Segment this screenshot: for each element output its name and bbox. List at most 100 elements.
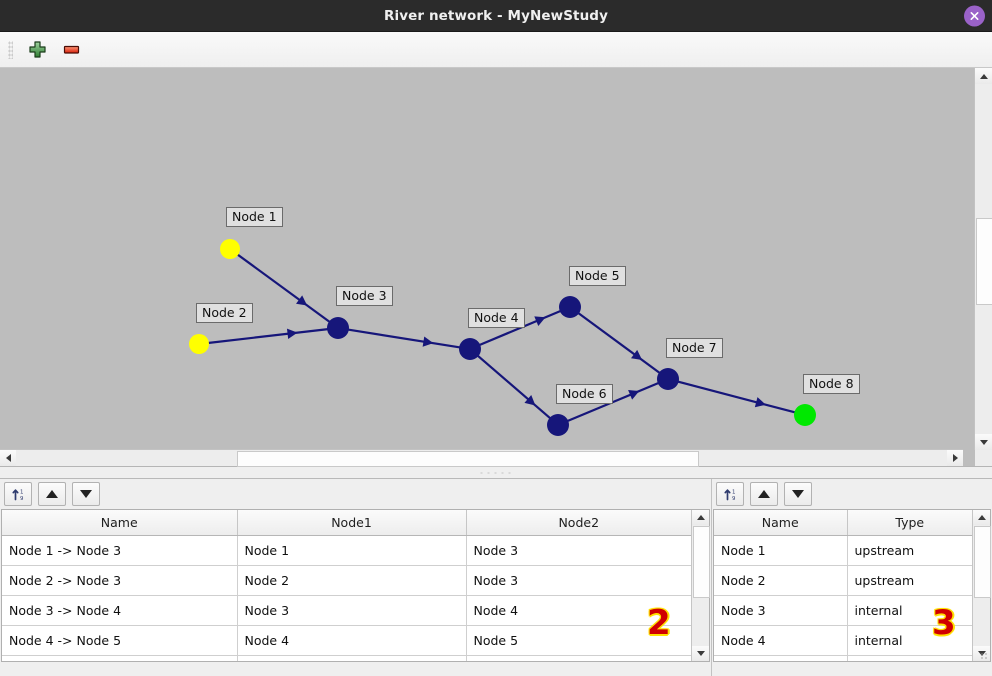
scroll-up-icon[interactable]: [692, 510, 709, 525]
nodes-column-header[interactable]: Type: [847, 510, 972, 536]
reaches-toolbar: 1 9: [0, 479, 711, 509]
scroll-down-icon[interactable]: [975, 434, 992, 450]
graph-edge-arrow: [296, 295, 308, 306]
graph-edge[interactable]: [566, 381, 660, 423]
graph-node[interactable]: [657, 368, 679, 390]
scroll-left-icon[interactable]: [0, 450, 16, 466]
graph-node[interactable]: [559, 296, 581, 318]
graph-node[interactable]: [189, 334, 209, 354]
canvas-vertical-scrollbar[interactable]: [974, 68, 992, 450]
graph-node[interactable]: [547, 414, 569, 436]
table-cell[interactable]: Node 3: [466, 535, 691, 566]
graph-node[interactable]: [220, 239, 240, 259]
reaches-vscroll-thumb[interactable]: [693, 526, 710, 598]
table-cell[interactable]: Node 1: [237, 535, 467, 566]
window-resize-grip-icon[interactable]: [980, 652, 988, 660]
graph-edge[interactable]: [677, 380, 796, 414]
arrow-up-icon[interactable]: [38, 482, 66, 506]
table-cell[interactable]: Node 4: [237, 625, 467, 656]
graph-edge[interactable]: [478, 309, 562, 347]
table-cell[interactable]: Node 1 -> Node 3: [2, 535, 238, 566]
splitter-grip-icon: [478, 470, 514, 475]
table-cell[interactable]: internal: [847, 625, 972, 656]
graph-edge-arrow: [754, 397, 766, 408]
graph-node-label[interactable]: Node 2: [196, 303, 253, 323]
graph-edge[interactable]: [207, 328, 329, 345]
graph-node-label[interactable]: Node 5: [569, 266, 626, 286]
canvas-hscroll-thumb[interactable]: [237, 451, 699, 467]
arrow-down-icon[interactable]: [72, 482, 100, 506]
arrow-up-icon[interactable]: [750, 482, 778, 506]
table-cell[interactable]: Node 5: [466, 625, 691, 656]
table-cell-empty: [466, 655, 691, 661]
sort-ascending-icon[interactable]: 1 9: [716, 482, 744, 506]
scroll-up-icon[interactable]: [973, 510, 990, 525]
scroll-right-icon[interactable]: [947, 450, 963, 466]
graph-node[interactable]: [794, 404, 816, 426]
table-cell[interactable]: Node 2: [237, 565, 467, 596]
scroll-down-icon[interactable]: [692, 646, 709, 661]
graph-edge[interactable]: [236, 253, 331, 323]
graph-node[interactable]: [459, 338, 481, 360]
reaches-column-header[interactable]: Node2: [466, 510, 691, 536]
arrow-down-icon[interactable]: [784, 482, 812, 506]
nodes-column-header[interactable]: Name: [714, 510, 848, 536]
table-cell[interactable]: Node 3: [237, 595, 467, 626]
reaches-column-header[interactable]: Name: [2, 510, 238, 536]
graph-edge-arrow: [524, 395, 536, 406]
graph-node-label[interactable]: Node 1: [226, 207, 283, 227]
table-cell[interactable]: Node 3: [714, 595, 848, 626]
graph-node-label[interactable]: Node 7: [666, 338, 723, 358]
graph-edge[interactable]: [476, 354, 552, 420]
close-icon[interactable]: [964, 5, 985, 26]
table-cell[interactable]: Node 4 -> Node 5: [2, 625, 238, 656]
canvas-horizontal-scrollbar[interactable]: [0, 449, 963, 467]
canvas-vscroll-thumb[interactable]: [976, 218, 992, 305]
graph-edge[interactable]: [577, 312, 661, 374]
delete-node-icon[interactable]: [59, 38, 83, 62]
graph-edge[interactable]: [347, 328, 461, 349]
reaches-column-header[interactable]: Node1: [237, 510, 467, 536]
network-diagram[interactable]: Node 1 Node 2 Node 3 Node 4 Node 5 Node 6 Node…: [0, 68, 963, 450]
table-cell[interactable]: Node 2 -> Node 3: [2, 565, 238, 596]
graph-node-label[interactable]: Node 8: [803, 374, 860, 394]
graph-edge-arrow: [534, 316, 546, 326]
table-cell[interactable]: internal: [847, 595, 972, 626]
table-cell[interactable]: Node 3: [466, 565, 691, 596]
graph-node[interactable]: [327, 317, 349, 339]
table-cell[interactable]: Node 4: [714, 625, 848, 656]
main-toolbar: [0, 32, 992, 68]
svg-text:1: 1: [732, 489, 735, 495]
table-cell[interactable]: upstream: [847, 535, 972, 566]
table-cell[interactable]: Node 4: [466, 595, 691, 626]
table-cell-empty: [714, 655, 848, 661]
table-cell[interactable]: Node 3 -> Node 4: [2, 595, 238, 626]
graph-node-label[interactable]: Node 3: [336, 286, 393, 306]
add-node-icon[interactable]: [25, 38, 49, 62]
graph-node-label[interactable]: Node 6: [556, 384, 613, 404]
pane-splitter[interactable]: [0, 467, 992, 479]
sort-ascending-icon[interactable]: 1 9: [4, 482, 32, 506]
table-cell[interactable]: upstream: [847, 565, 972, 596]
nodes-vscroll-thumb[interactable]: [974, 526, 991, 598]
table-cell[interactable]: Node 1: [714, 535, 848, 566]
nodes-vertical-scrollbar[interactable]: [972, 510, 991, 661]
graph-node-label[interactable]: Node 4: [468, 308, 525, 328]
scroll-up-icon[interactable]: [975, 68, 992, 84]
reaches-vertical-scrollbar[interactable]: [691, 510, 710, 661]
toolbar-drag-handle[interactable]: [8, 40, 13, 59]
table-cell[interactable]: Node 2: [714, 565, 848, 596]
